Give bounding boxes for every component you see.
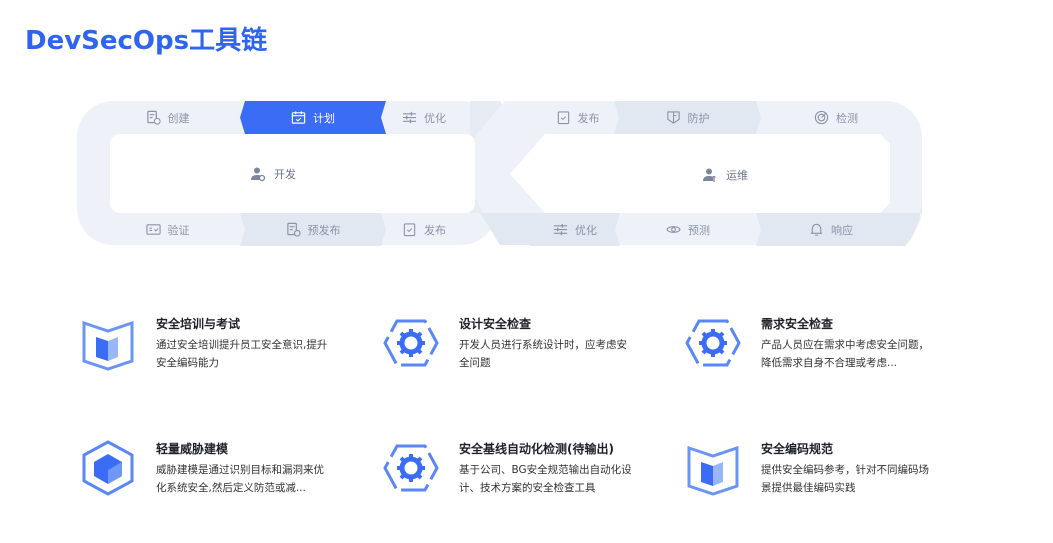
ops-label: 运维 [726,169,748,182]
segment-respond[interactable]: 响应 [756,213,906,246]
clipboard-check-icon [557,111,569,125]
devsecops-loop-band [77,101,922,245]
segment-optimize[interactable]: 优化 [386,101,466,134]
segment-label: 防护 [687,111,710,125]
segment-label: 响应 [831,223,853,237]
segment-create[interactable]: 创建 [95,101,240,134]
segment-label: 预测 [688,223,710,237]
radar-icon [814,110,829,125]
segment-verify[interactable]: 验证 [95,213,240,246]
eye-icon [666,226,681,233]
card-title: 设计安全检查 [459,317,532,331]
doc-add-icon [146,110,161,125]
card-title: 轻量威胁建模 [156,442,229,456]
calendar-check-icon [291,110,306,125]
card-title: 安全培训与考试 [156,317,241,331]
gear-hex-icon [685,315,741,371]
segment-label: 发布 [424,223,446,237]
clipboard-check-icon [403,223,416,237]
page-title: DevSecOps工具链 [25,26,268,56]
segment-label: 创建 [167,111,190,125]
shield-icon [666,110,681,125]
sliders-icon [402,111,417,124]
segment-optimize-ops[interactable]: 优化 [530,213,620,246]
segment-label: 计划 [313,111,335,125]
segment-label: 验证 [167,223,190,237]
card-description: 通过安全培训提升员工安全意识,提升安全编码能力 [156,339,328,369]
segment-prerelease[interactable]: 预发布 [240,213,386,246]
feature-card[interactable]: 安全培训与考试通过安全培训提升员工安全意识,提升安全编码能力 [80,315,370,385]
card-title: 需求安全检查 [761,317,834,331]
book-box-icon [80,315,136,371]
ops-center: 运维 [702,167,748,183]
cube-hex-icon [80,440,136,496]
card-title: 安全基线自动化检测(待输出) [459,442,614,456]
card-description: 产品人员应在需求中考虑安全问题，降低需求自身不合理或考虑... [761,339,929,369]
feature-card[interactable]: 安全基线自动化检测(待输出) 基于公司、BG安全规范输出自动化设计、技术方案的安全… [383,440,673,510]
segment-label: 优化 [424,111,446,125]
card-description: 开发人员进行系统设计时，应考虑安全问题 [459,339,627,369]
sliders-icon [553,222,568,237]
card-description: 基于公司、BG安全规范输出自动化设计、技术方案的安全检查工具 [459,464,632,494]
book-box-icon [685,440,741,496]
user-tool-icon [703,168,716,182]
segment-predict[interactable]: 预测 [615,213,761,246]
doc-clock-icon [286,222,301,237]
user-gear-icon [251,167,266,182]
card-description: 威胁建模是通过识别目标和漏洞来优化系统安全,然后定义防范或减... [156,464,324,494]
dev-label: 开发 [274,168,296,181]
segment-detect[interactable]: 检测 [761,101,911,134]
dev-center: 开发 [250,166,296,182]
feature-card[interactable]: 需求安全检查产品人员应在需求中考虑安全问题，降低需求自身不合理或考虑... [685,315,975,385]
feature-card[interactable]: 轻量威胁建模威胁建模是通过识别目标和漏洞来优化系统安全,然后定义防范或减... [80,440,370,510]
gear-hex-icon [383,440,439,496]
id-check-icon [145,224,161,235]
segment-label: 检测 [836,111,858,125]
bell-icon [810,223,823,236]
segment-release-ops[interactable]: 发布 [540,101,615,134]
segment-label: 优化 [575,223,597,237]
segment-protect[interactable]: 防护 [614,101,761,134]
segment-release[interactable]: 发布 [390,213,470,246]
card-description: 提供安全编码参考，针对不同编码场景提供最佳编码实践 [761,464,929,494]
segment-label: 预发布 [307,223,341,237]
gear-hex-icon [383,315,439,371]
card-title: 安全编码规范 [761,442,834,456]
feature-card[interactable]: 设计安全检查开发人员进行系统设计时，应考虑安全问题 [383,315,673,385]
segment-plan[interactable]: 计划 [240,101,386,134]
feature-card[interactable]: 安全编码规范提供安全编码参考，针对不同编码场景提供最佳编码实践 [685,440,975,510]
segment-label: 发布 [577,111,600,125]
